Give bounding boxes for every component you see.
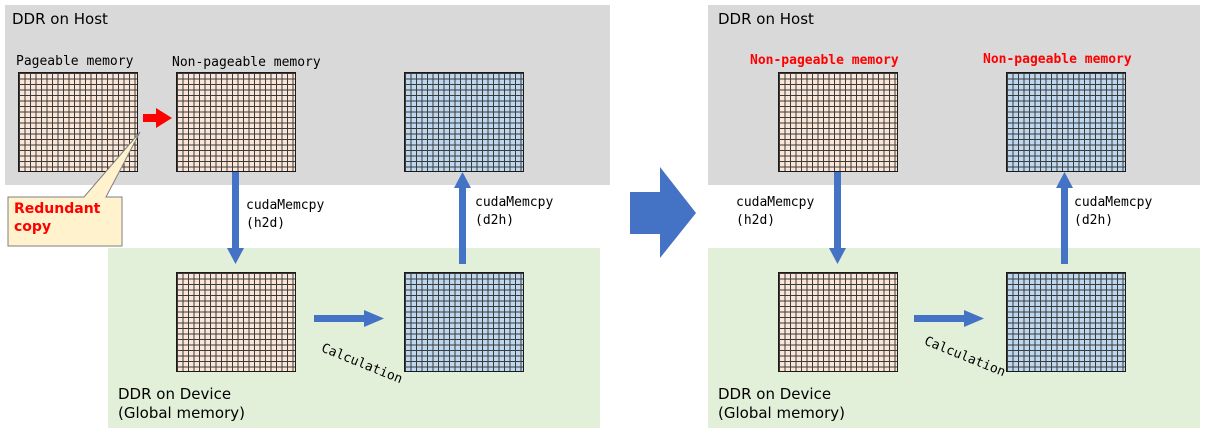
left-host-non-pageable-grid-1 [176, 72, 296, 172]
right-non-pageable-label-2: Non-pageable memory [983, 52, 1132, 67]
left-calculation-arrow [314, 310, 384, 327]
left-d2h-arrow [454, 172, 471, 264]
right-host-non-pageable-grid-1 [778, 72, 898, 172]
left-host-title: DDR on Host [12, 10, 108, 28]
right-host-title: DDR on Host [718, 10, 814, 28]
redundant-copy-arrow [143, 108, 172, 128]
left-device-title: DDR on Device (Global memory) [118, 385, 245, 422]
left-device-grid-2 [404, 272, 524, 372]
right-d2h-arrow [1056, 172, 1073, 264]
right-h2d-arrow [829, 172, 846, 264]
pageable-memory-grid [18, 72, 138, 172]
right-h2d-label: cudaMemcpy (h2d) [736, 195, 815, 228]
right-calculation-arrow [914, 310, 984, 327]
right-non-pageable-label-1: Non-pageable memory [750, 53, 899, 68]
left-h2d-label: cudaMemcpy (h2d) [246, 198, 325, 231]
right-device-grid-2 [1006, 272, 1126, 372]
right-host-non-pageable-grid-2 [1006, 72, 1126, 172]
left-d2h-label: cudaMemcpy (d2h) [475, 195, 554, 228]
redundant-copy-callout [7, 131, 141, 247]
redundant-copy-callout-text: Redundant copy [14, 201, 101, 235]
left-host-non-pageable-grid-2 [404, 72, 524, 172]
right-d2h-label: cudaMemcpy (d2h) [1074, 195, 1153, 228]
left-h2d-arrow [227, 172, 244, 264]
left-non-pageable-label: Non-pageable memory [172, 55, 321, 70]
left-device-grid-1 [176, 272, 296, 372]
right-device-title: DDR on Device (Global memory) [718, 385, 845, 422]
right-device-grid-1 [778, 272, 898, 372]
right-arrow-icon [630, 167, 696, 258]
pageable-memory-label: Pageable memory [16, 54, 134, 69]
